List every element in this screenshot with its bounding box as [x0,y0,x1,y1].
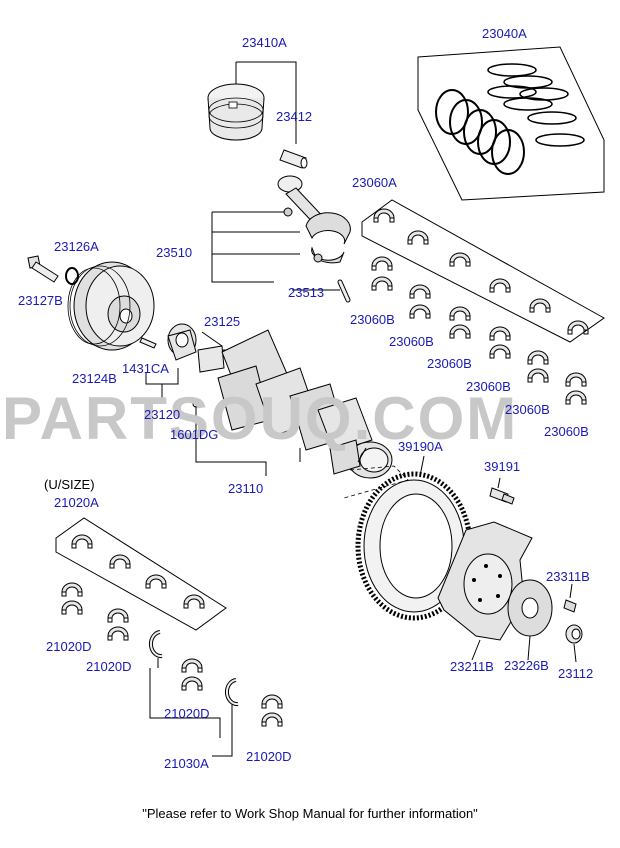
piston-ring-set [417,46,605,201]
label-23513[interactable]: 23513 [288,285,325,300]
main-bearing-set [55,517,227,631]
label-21020D-2[interactable]: 21020D [86,659,132,674]
label-23311B[interactable]: 23311B [546,569,590,584]
bolt-39191 [489,487,515,505]
adapter-plate [507,579,553,637]
main-bearing-lower-shells [61,582,283,727]
piston-pin [279,149,308,169]
label-39191[interactable]: 39191 [484,459,521,474]
bushing-23112 [565,624,583,644]
label-23226B[interactable]: 23226B [504,658,549,673]
label-21030A[interactable]: 21030A [164,756,209,771]
label-1601DG[interactable]: 1601DG [170,427,219,442]
label-23040A[interactable]: 23040A [482,26,527,41]
label-23060B-3[interactable]: 23060B [427,356,472,371]
crankshaft [197,329,393,479]
bolt-23311b [563,599,577,613]
label-23211B[interactable]: 23211B [450,659,494,674]
pulley-bolt [27,255,79,285]
upper-bearing-set [361,199,605,343]
label-23127B[interactable]: 23127B [18,293,63,308]
crankshaft-pulley [67,261,155,351]
size-note: (U/SIZE) [44,477,95,492]
label-23124B[interactable]: 23124B [72,371,117,386]
connecting-rod [277,175,351,303]
label-39190A[interactable]: 39190A [398,439,443,454]
label-21020D-3[interactable]: 21020D [164,706,210,721]
label-23060A[interactable]: 23060A [352,175,397,190]
label-21020D-1[interactable]: 21020D [46,639,92,654]
label-23125[interactable]: 23125 [204,314,241,329]
label-23510[interactable]: 23510 [156,245,193,260]
key [139,337,157,349]
footer-note: "Please refer to Work Shop Manual for fu… [142,806,478,821]
label-23120[interactable]: 23120 [144,407,181,422]
piston [207,83,265,141]
label-1431CA[interactable]: 1431CA [122,361,169,376]
watermark: PARTSOUQ.COM [2,385,519,452]
crankshaft-sprocket [167,323,197,361]
label-23126A[interactable]: 23126A [54,239,99,254]
label-23060B-1[interactable]: 23060B [350,312,395,327]
label-23060B-5[interactable]: 23060B [505,402,550,417]
label-23112[interactable]: 23112 [558,666,594,681]
flywheel-ring-gear [355,471,473,621]
label-23110[interactable]: 23110 [228,481,264,496]
label-23060B-4[interactable]: 23060B [466,379,511,394]
thrust-washers [149,630,239,707]
label-23060B-6[interactable]: 23060B [544,424,589,439]
leader-lines [145,61,577,757]
label-23412[interactable]: 23412 [276,109,313,124]
label-21020D-4[interactable]: 21020D [246,749,292,764]
label-23060B-2[interactable]: 23060B [389,334,434,349]
label-21020A[interactable]: 21020A [54,495,99,510]
label-23410A[interactable]: 23410A [242,35,287,50]
